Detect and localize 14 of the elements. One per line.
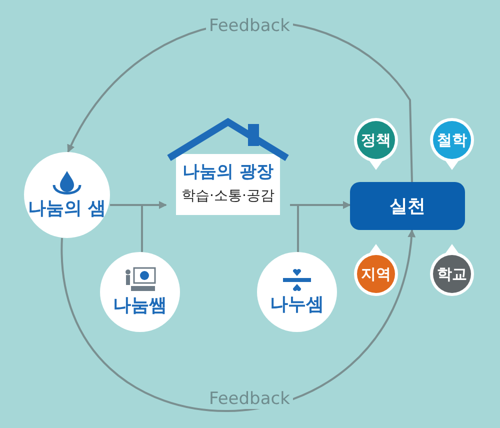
arrow <box>61 229 415 412</box>
badge-label: 나눔의 샘 <box>28 197 106 220</box>
pin-label: 철학 <box>436 130 468 150</box>
house-subtitle: 학습·소통·공감 <box>182 187 274 205</box>
badge-label: 나눔쌤 <box>113 294 167 317</box>
arrow <box>297 201 351 252</box>
house-title: 나눔의 광장 <box>182 161 274 183</box>
action-box <box>350 182 465 230</box>
pin-label: 학교 <box>436 264 468 284</box>
pin-label: 정책 <box>360 130 392 150</box>
arrow <box>141 201 167 252</box>
box-label: 실천 <box>390 195 426 218</box>
pin-label: 지역 <box>360 264 392 284</box>
badge-label: 나누셈 <box>270 293 324 316</box>
